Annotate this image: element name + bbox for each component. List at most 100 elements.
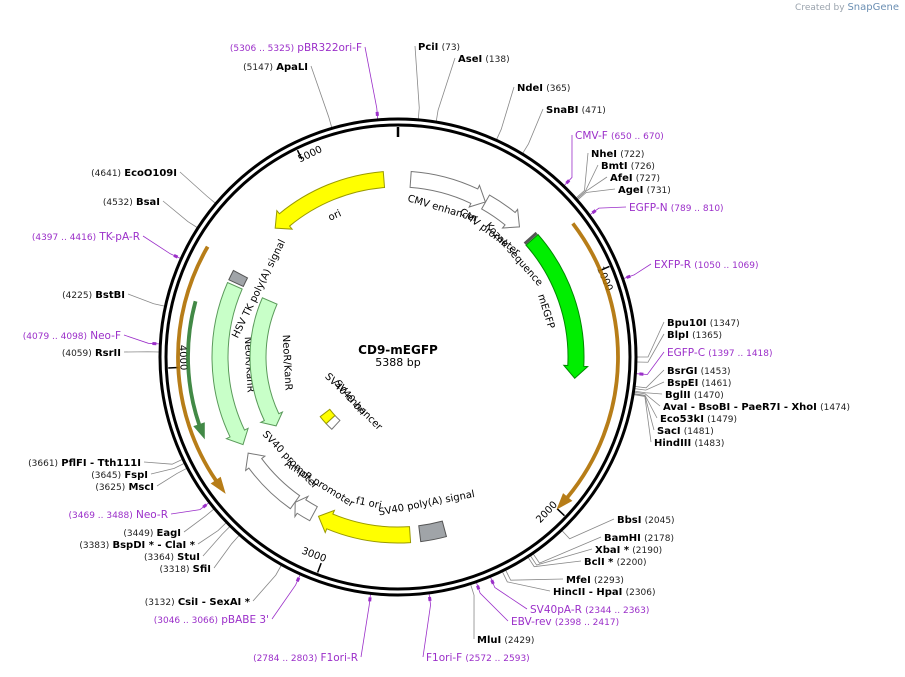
site-name: PciI	[418, 42, 438, 53]
site-name: SV40pA-R	[530, 604, 582, 616]
site-label-asei[interactable]: AseI (138)	[458, 54, 510, 65]
site-label-tk-pa-r[interactable]: (4397 .. 4416) TK-pA-R	[32, 231, 140, 243]
site-label-apali[interactable]: (5147) ApaLI	[243, 62, 308, 73]
feature-hsv-tk-poly-a-signal[interactable]	[228, 269, 249, 288]
scale-tick-label: 3000	[300, 546, 328, 565]
leader-line	[577, 188, 616, 201]
site-label-hindiii[interactable]: HindIII (1483)	[654, 438, 724, 449]
site-position: (4532)	[103, 198, 133, 208]
site-label-agei[interactable]: AgeI (731)	[618, 185, 671, 196]
site-position: (471)	[582, 106, 606, 116]
site-label-afei[interactable]: AfeI (727)	[610, 173, 660, 184]
site-label-egfp-c[interactable]: EGFP-C (1397 .. 1418)	[667, 347, 773, 359]
site-name: EXFP-R	[654, 259, 691, 271]
site-name: Neo-R	[136, 509, 168, 521]
site-position: (722)	[620, 150, 644, 160]
site-label-egfp-n[interactable]: EGFP-N (789 .. 810)	[629, 202, 724, 214]
site-label-pbr322ori-f[interactable]: (5306 .. 5325) pBR322ori-F	[230, 42, 362, 54]
site-name: StuI	[177, 552, 200, 563]
site-label-bmti[interactable]: BmtI (726)	[601, 161, 655, 172]
site-label-bbsi[interactable]: BbsI (2045)	[617, 515, 675, 526]
site-position: (1470)	[694, 391, 724, 401]
site-label-bpu10i[interactable]: Bpu10I (1347)	[667, 318, 740, 329]
site-label-stui[interactable]: (3364) StuI	[144, 552, 200, 563]
site-label-bamhi[interactable]: BamHI (2178)	[604, 533, 674, 544]
leader-line	[634, 393, 658, 419]
feature-neor-kanr[interactable]	[249, 297, 284, 427]
site-label-bcli[interactable]: BclI * (2200)	[584, 557, 647, 568]
snapgene-logo: SnapGene	[847, 2, 899, 13]
primer-binding-arc	[556, 222, 620, 510]
site-label-pflfi-tth111i[interactable]: (3661) PflFI - Tth111I	[28, 458, 141, 469]
site-position: (1347)	[710, 319, 740, 329]
site-position: (3469 .. 3488)	[69, 511, 133, 521]
site-label-ebv-rev[interactable]: EBV-rev (2398 .. 2417)	[511, 616, 619, 628]
feature-f1-ori[interactable]	[317, 509, 412, 544]
leader-line	[364, 46, 379, 119]
site-label-bspei[interactable]: BspEI (1461)	[667, 378, 731, 389]
site-label-mlui[interactable]: MluI (2429)	[477, 635, 534, 646]
site-label-nhei[interactable]: NheI (722)	[591, 149, 644, 160]
site-label-neo-f[interactable]: (4079 .. 4098) Neo-F	[23, 330, 121, 342]
site-label-sv40pa-r[interactable]: SV40pA-R (2344 .. 2363)	[530, 604, 649, 616]
feature-neor-kanr[interactable]	[211, 281, 249, 446]
backbone-outer-ring	[158, 117, 638, 597]
feature-megfp[interactable]	[525, 233, 589, 380]
site-position: (2784 .. 2803)	[253, 654, 317, 664]
feature-ori[interactable]	[274, 171, 386, 230]
leader-line	[635, 369, 665, 389]
site-label-bglii[interactable]: BglII (1470)	[665, 390, 724, 401]
site-label-saci[interactable]: SacI (1481)	[657, 426, 714, 437]
feature-kozak-sequence[interactable]	[523, 231, 538, 245]
leader-line	[637, 321, 665, 358]
feature-cmv-promoter[interactable]	[480, 194, 521, 229]
site-label-rsrii[interactable]: (4059) RsrII	[62, 348, 121, 359]
site-label-bsai[interactable]: (4532) BsaI	[103, 197, 160, 208]
site-label-hincii-hpai[interactable]: HincII - HpaI (2306)	[553, 587, 656, 598]
site-label-msci[interactable]: (3625) MscI	[95, 482, 154, 493]
site-label-pcii[interactable]: PciI (73)	[418, 42, 460, 53]
feature-label: SV40 ori	[332, 378, 368, 417]
site-name: NheI	[591, 149, 617, 160]
site-label-csii-sexai[interactable]: (3132) CsiI - SexAI *	[145, 597, 251, 608]
site-label-f1ori-r[interactable]: (2784 .. 2803) F1ori-R	[253, 652, 358, 664]
site-label-pbabe-3[interactable]: (3046 .. 3066) pBABE 3'	[154, 614, 269, 626]
site-name: FspI	[124, 470, 148, 481]
site-label-mfei[interactable]: MfeI (2293)	[566, 575, 624, 586]
site-position: (2344 .. 2363)	[585, 606, 649, 616]
backbone-inner-ring	[164, 123, 632, 591]
site-name: AgeI	[618, 185, 643, 196]
feature-sv40-promoter[interactable]	[244, 452, 301, 510]
site-label-snabi[interactable]: SnaBI (471)	[546, 105, 606, 116]
site-label-f1ori-f[interactable]: F1ori-F (2572 .. 2593)	[426, 652, 530, 664]
site-name: TK-pA-R	[98, 231, 140, 243]
leader-line	[143, 459, 183, 465]
feature-sv40-ori[interactable]	[319, 408, 336, 425]
site-label-eagi[interactable]: (3449) EagI	[123, 528, 181, 539]
feature-sv40-poly-a-signal[interactable]	[418, 520, 448, 543]
leader-line	[522, 108, 544, 154]
site-label-fspi[interactable]: (3645) FspI	[91, 470, 148, 481]
site-label-xbai[interactable]: XbaI * (2190)	[595, 545, 662, 556]
site-label-ndei[interactable]: NdeI (365)	[517, 83, 570, 94]
site-position: (3383)	[79, 541, 109, 551]
site-label-ecoo109i[interactable]: (4641) EcoO109I	[91, 168, 177, 179]
site-label-bspdi-clai[interactable]: (3383) BspDI * - ClaI *	[79, 540, 195, 551]
site-label-bstbi[interactable]: (4225) BstBI	[62, 290, 125, 301]
primer-site-mark	[476, 585, 481, 590]
leader-line	[252, 565, 282, 602]
site-label-avai-bsobi-paer7i-xhoi[interactable]: AvaI - BsoBI - PaeR7I - XhoI (1474)	[663, 402, 850, 413]
site-name: XbaI *	[595, 545, 630, 556]
leader-line	[170, 502, 209, 515]
site-position: (2572 .. 2593)	[465, 654, 529, 664]
site-label-sfii[interactable]: (3318) SfiI	[160, 564, 211, 575]
site-label-eco53ki[interactable]: Eco53kI (1479)	[660, 414, 737, 425]
site-name: EGFP-N	[629, 202, 668, 214]
site-label-blpi[interactable]: BlpI (1365)	[667, 330, 722, 341]
site-position: (3645)	[91, 471, 121, 481]
site-label-bsrgi[interactable]: BsrGI (1453)	[667, 366, 731, 377]
site-label-neo-r[interactable]: (3469 .. 3488) Neo-R	[69, 509, 169, 521]
site-label-exfp-r[interactable]: EXFP-R (1050 .. 1069)	[654, 259, 759, 271]
site-label-cmv-f[interactable]: CMV-F (650 .. 670)	[575, 130, 664, 142]
feature-ampr-promoter[interactable]	[294, 495, 319, 522]
